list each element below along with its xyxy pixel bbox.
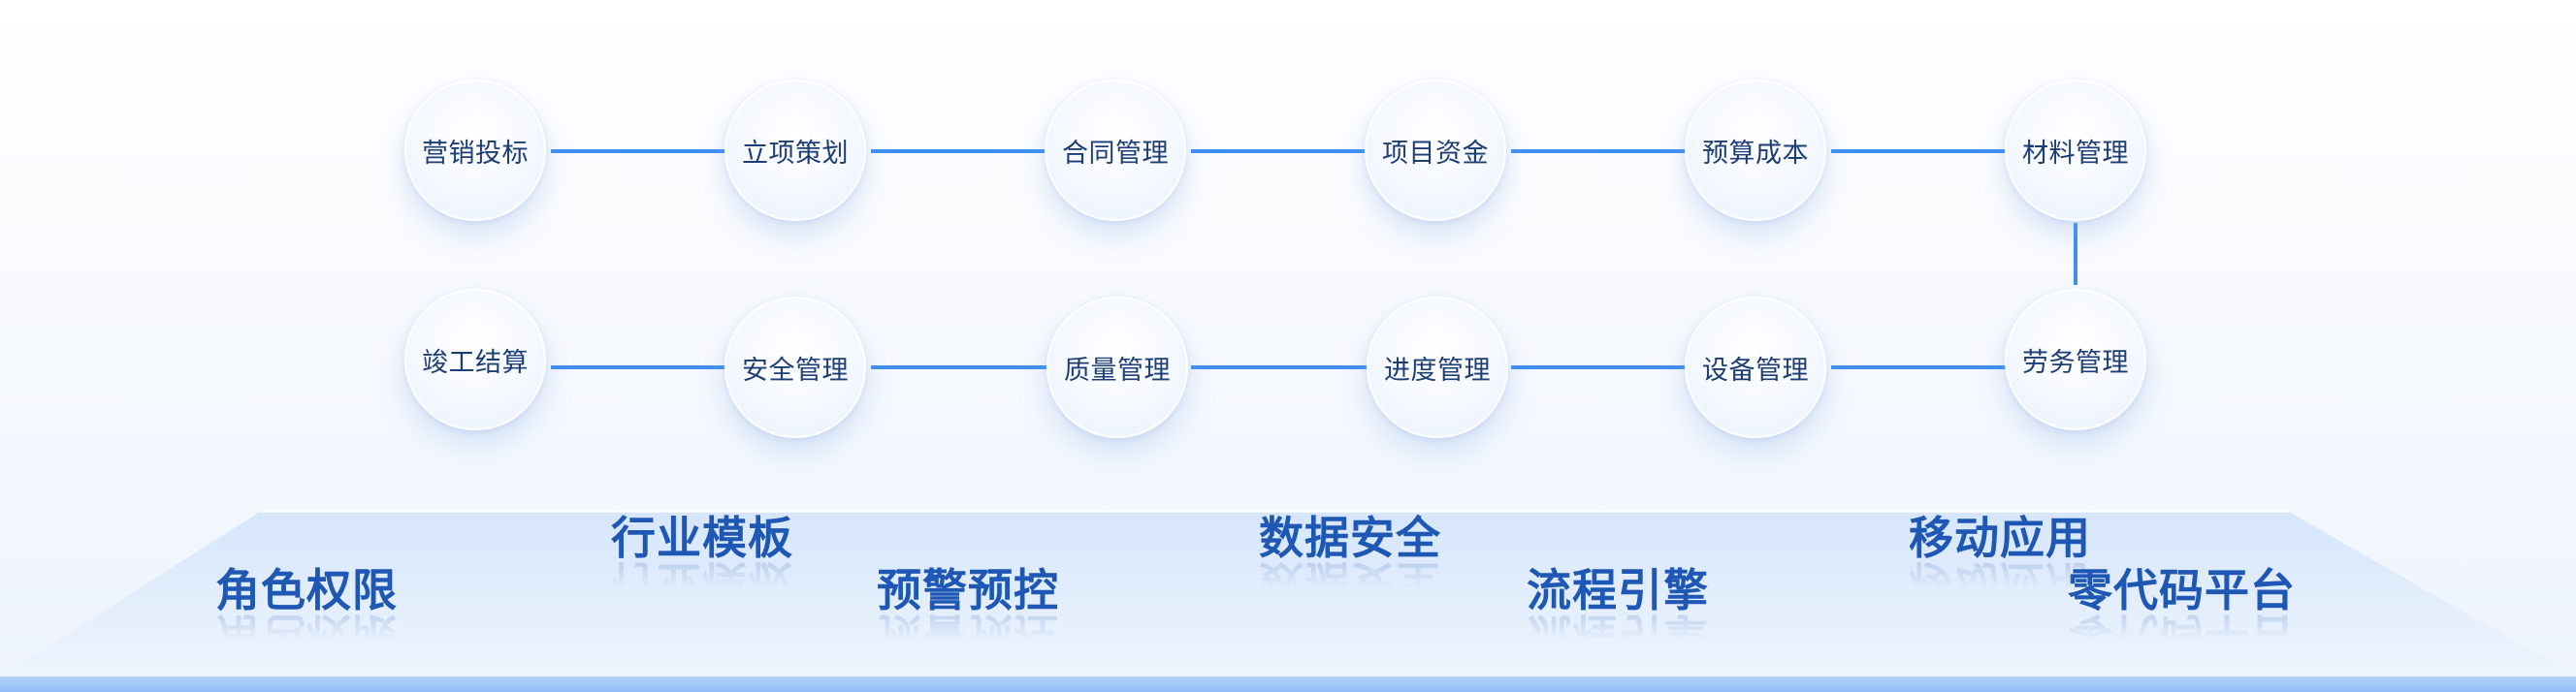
connector-vertical (2074, 223, 2077, 285)
connector-r1-3 (1191, 149, 1368, 153)
flow-node: 材料管理 (2005, 79, 2146, 221)
feature-reflection: 流程引擎 (1527, 609, 1709, 661)
flow-node-label: 立项策划 (742, 138, 849, 169)
flow-node: 竣工结算 (404, 289, 546, 430)
flow-node-label: 营销投标 (422, 138, 529, 169)
feature-label: 角色权限 (215, 564, 398, 616)
feature-reflection: 行业模板 (611, 556, 793, 609)
feature-label: 零代码平台 (2068, 564, 2296, 616)
feature-label: 预警预控 (877, 564, 1059, 616)
flow-node: 劳务管理 (2005, 289, 2146, 430)
flow-node-label: 设备管理 (1702, 355, 1809, 386)
flow-node-label: 竣工结算 (422, 347, 529, 378)
connector-r2-1 (551, 365, 727, 369)
platform-base-bar (0, 676, 2576, 692)
connector-r1-2 (871, 149, 1047, 153)
connector-r2-4 (1511, 365, 1688, 369)
feature-item: 移动应用 移动应用 (1909, 512, 2091, 609)
feature-item: 数据安全 数据安全 (1259, 512, 1441, 609)
feature-item: 行业模板 行业模板 (611, 512, 793, 609)
flow-node: 营销投标 (404, 79, 546, 221)
feature-item: 流程引擎 流程引擎 (1527, 564, 1709, 661)
connector-r2-3 (1191, 365, 1368, 369)
connector-r1-4 (1511, 149, 1688, 153)
flow-node-label: 安全管理 (742, 355, 849, 386)
feature-reflection: 数据安全 (1259, 556, 1441, 609)
connector-r2-5 (1831, 365, 2008, 369)
feature-label: 数据安全 (1259, 512, 1441, 564)
flow-node: 项目资金 (1365, 79, 1506, 221)
connector-r1-1 (551, 149, 727, 153)
connector-r1-5 (1831, 149, 2008, 153)
flow-node: 预算成本 (1685, 79, 1826, 221)
flow-node-label: 劳务管理 (2022, 347, 2129, 378)
flow-node: 安全管理 (724, 297, 866, 438)
feature-label: 流程引擎 (1527, 564, 1709, 616)
flow-node: 合同管理 (1045, 79, 1186, 221)
flow-node: 进度管理 (1367, 297, 1508, 438)
flow-node-label: 材料管理 (2022, 138, 2129, 169)
feature-reflection: 角色权限 (215, 609, 398, 661)
flow-node: 设备管理 (1685, 297, 1826, 438)
flow-node-label: 进度管理 (1384, 355, 1491, 386)
feature-reflection: 预警预控 (877, 609, 1059, 661)
feature-item: 角色权限 角色权限 (215, 564, 398, 661)
flow-node-label: 项目资金 (1382, 138, 1489, 169)
feature-item: 零代码平台 零代码平台 (2068, 564, 2296, 661)
flow-node: 立项策划 (724, 79, 866, 221)
flow-node-label: 合同管理 (1062, 138, 1169, 169)
feature-label: 移动应用 (1909, 512, 2091, 564)
feature-reflection: 零代码平台 (2068, 609, 2296, 661)
flow-node-label: 质量管理 (1064, 355, 1171, 386)
feature-label: 行业模板 (611, 512, 793, 564)
feature-reflection: 移动应用 (1909, 556, 2091, 609)
feature-item: 预警预控 预警预控 (877, 564, 1059, 661)
flow-node: 质量管理 (1046, 297, 1188, 438)
flow-node-label: 预算成本 (1702, 138, 1809, 169)
connector-r2-2 (871, 365, 1047, 369)
